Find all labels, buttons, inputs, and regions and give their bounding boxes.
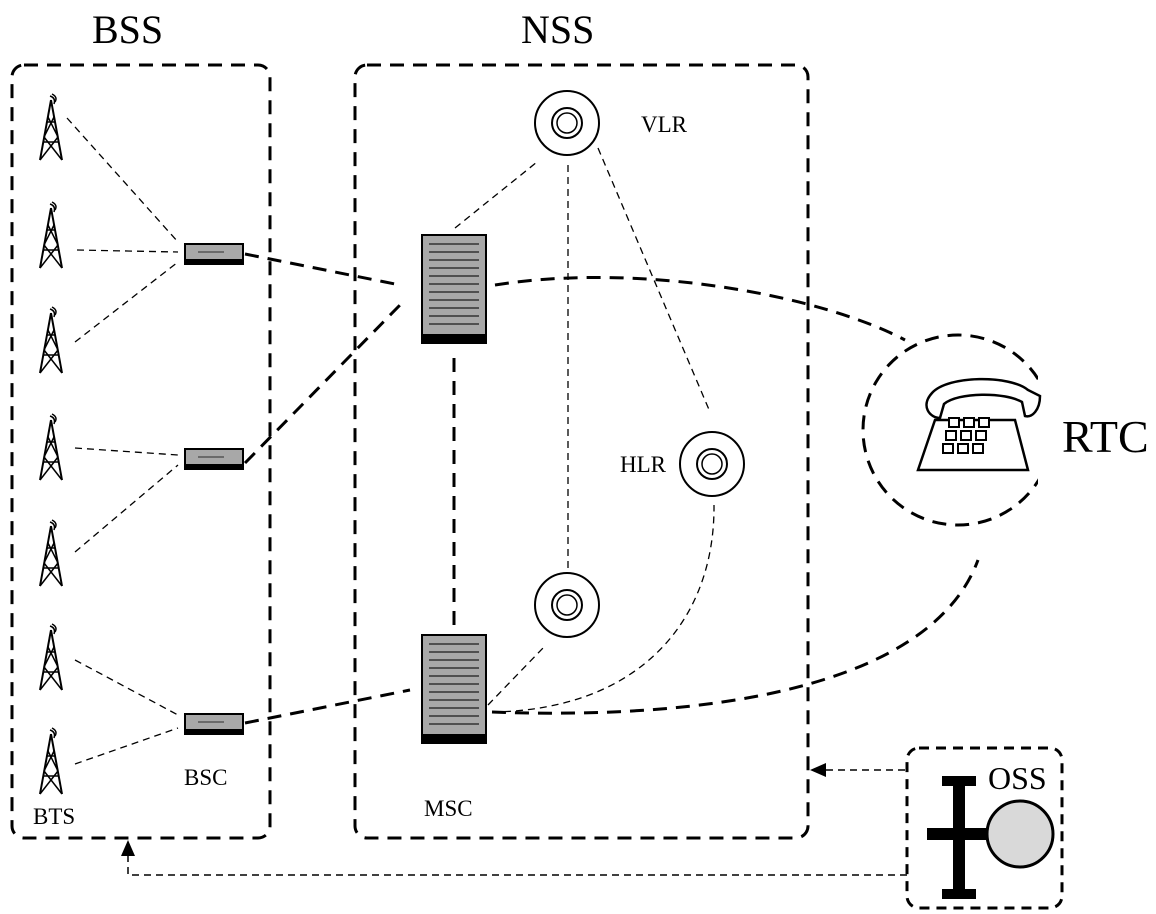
bts-links [66, 117, 179, 765]
vlr-database-icon [534, 90, 600, 156]
antenna-tower-icon [39, 93, 63, 161]
nss-box [353, 63, 810, 840]
antenna-tower-icon [39, 413, 63, 481]
msc-label: MSC [424, 796, 473, 821]
bsc-label: BSC [184, 765, 228, 790]
rtc-title: RTC [1062, 411, 1149, 462]
nss-title: NSS [521, 7, 595, 52]
bsc-unit-icon [184, 448, 244, 470]
antenna-tower-icon [39, 201, 63, 269]
arrowhead-to-bss [121, 840, 135, 856]
vlr-label: VLR [641, 112, 687, 137]
telephone-icon [916, 377, 1042, 472]
hlr-label: HLR [620, 452, 666, 477]
oss-arrows [127, 769, 907, 876]
bsc-unit-icon [184, 713, 244, 735]
msc-server-icon [421, 634, 487, 745]
nss-links [454, 147, 715, 713]
bss-title: BSS [92, 7, 164, 52]
bsc-unit-icon [184, 243, 244, 265]
hlr-database-icon [679, 431, 745, 497]
antenna-tower-icon [39, 306, 63, 374]
antenna-tower-icon [39, 519, 63, 587]
antenna-tower-icon [39, 727, 63, 795]
antenna-tower-icon [39, 623, 63, 691]
database-ring-icon [534, 572, 600, 638]
arrowhead-to-nss [810, 763, 826, 777]
rtc-links [491, 276, 980, 715]
msc-server-icon [421, 234, 487, 345]
bsc-msc-links [243, 252, 456, 725]
oss-title: OSS [988, 760, 1047, 796]
wrench-icon [927, 776, 1055, 899]
rtc-circle-gap [1038, 335, 1078, 521]
bts-label: BTS [33, 804, 76, 829]
bss-box [10, 63, 272, 840]
